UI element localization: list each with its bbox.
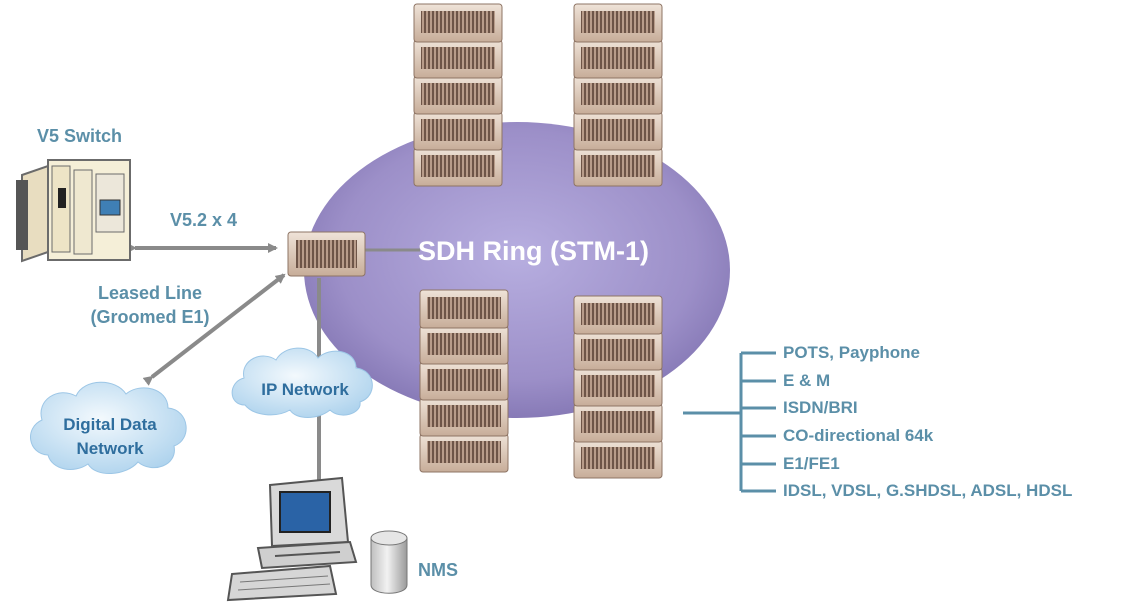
service-bracket <box>683 351 776 493</box>
digital-data-network-label-line1: Digital Data <box>63 415 157 434</box>
service-item: IDSL, VDSL, G.SHDSL, ADSL, HDSL <box>783 481 1073 500</box>
sdh-ring-title: SDH Ring (STM-1) <box>418 236 649 266</box>
service-item: E & M <box>783 371 831 390</box>
groomed-e1-label: (Groomed E1) <box>90 307 210 327</box>
ip-network-cloud <box>231 347 373 418</box>
nms-label: NMS <box>418 560 458 580</box>
digital-data-arrow <box>142 273 286 386</box>
service-item: CO-directional 64k <box>783 426 934 445</box>
service-item: E1/FE1 <box>783 454 840 473</box>
equipment-rack-stack-icon <box>573 3 663 187</box>
v5-switch-icon <box>16 159 131 263</box>
workstation-icon <box>226 476 358 602</box>
v5-switch-title: V5 Switch <box>37 126 123 146</box>
equipment-rack-stack-icon <box>573 295 663 479</box>
digital-data-network-cloud <box>30 381 187 475</box>
equipment-rack-stack-icon <box>419 289 509 473</box>
equipment-rack-stack-icon <box>413 3 503 187</box>
service-item: POTS, Payphone <box>783 343 920 362</box>
ip-network-label: IP Network <box>261 380 349 399</box>
central-multiplexer-icon <box>287 231 366 277</box>
v52-link-label: V5.2 x 4 <box>170 210 238 230</box>
service-item: ISDN/BRI <box>783 398 858 417</box>
digital-data-network-label-line2: Network <box>76 439 144 458</box>
nms-database-icon <box>370 530 408 594</box>
leased-line-label: Leased Line <box>97 283 203 303</box>
